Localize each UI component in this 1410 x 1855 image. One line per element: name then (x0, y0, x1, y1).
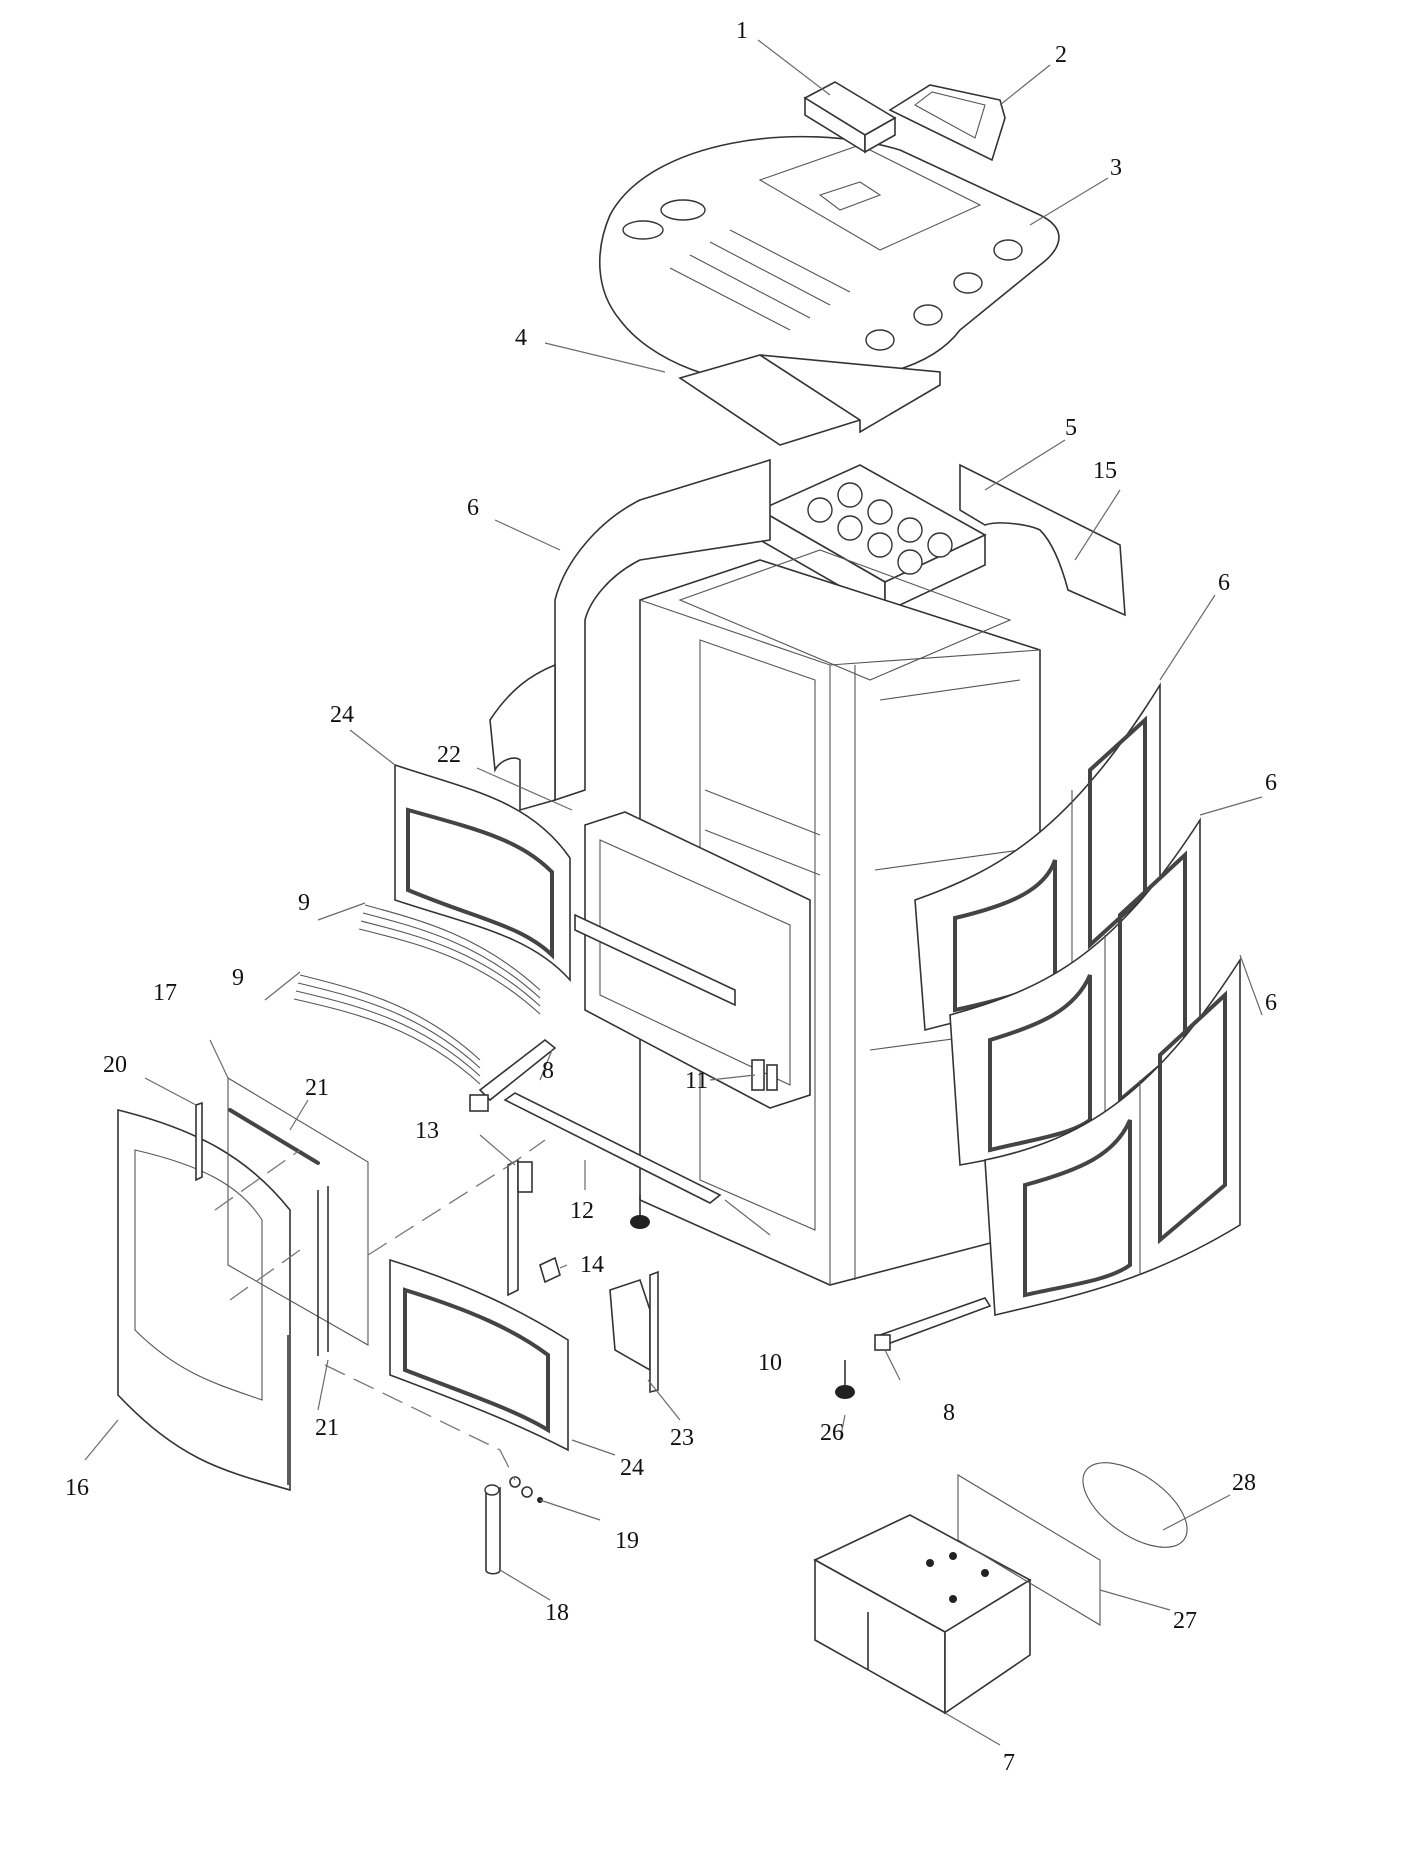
part-9-rails-lower (293, 974, 481, 1085)
callout-1: 1 (736, 18, 748, 44)
callout-21-upper: 21 (305, 1075, 329, 1101)
callout-24-lower: 24 (620, 1455, 644, 1481)
callout-5: 5 (1065, 415, 1077, 441)
part-24-glass-panel-lower (389, 1258, 569, 1452)
callout-6-left: 6 (467, 495, 479, 521)
callout-6-right-2: 6 (1265, 770, 1277, 796)
callout-18: 18 (545, 1600, 569, 1626)
part-19-fasteners (509, 1476, 543, 1503)
part-18-handle (484, 1484, 501, 1575)
part-top-plate (598, 135, 1060, 387)
callout-11: 11 (685, 1068, 708, 1094)
part-11-bracket (751, 1059, 778, 1091)
part-door-frame (574, 811, 811, 1109)
part-2-bracket (888, 84, 1006, 162)
part-14-clip (539, 1256, 561, 1284)
callout-26: 26 (820, 1420, 844, 1446)
assembly-dashed-lines (214, 1139, 546, 1481)
part-20-strip (195, 1101, 203, 1182)
callout-17: 17 (153, 980, 177, 1006)
callout-10: 10 (758, 1350, 782, 1376)
part-27-gasket (957, 1474, 1101, 1626)
callout-28: 28 (1232, 1470, 1256, 1496)
callout-23: 23 (670, 1425, 694, 1451)
part-16-door (117, 1108, 291, 1492)
part-8-bar-upper (469, 1038, 557, 1112)
callout-14: 14 (580, 1252, 604, 1278)
callout-20: 20 (103, 1052, 127, 1078)
callout-8-lower: 8 (943, 1400, 955, 1426)
part-17-glass (227, 1077, 369, 1346)
part-24-glass-panel-upper (394, 763, 571, 983)
part-1-box (803, 81, 897, 154)
callout-4: 4 (515, 325, 527, 351)
callout-9-lower: 9 (232, 965, 244, 991)
part-12-bar (503, 1092, 722, 1204)
callout-22: 22 (437, 742, 461, 768)
callout-3: 3 (1110, 155, 1122, 181)
callout-13: 13 (415, 1118, 439, 1144)
part-6-side-panel-left (489, 458, 771, 812)
part-26-foot-2 (630, 1195, 650, 1229)
callout-12: 12 (570, 1198, 594, 1224)
part-main-body (639, 549, 1041, 1286)
callout-21-lower: 21 (315, 1415, 339, 1441)
part-13-hinge (507, 1158, 533, 1297)
callout-24-upper: 24 (330, 702, 354, 728)
callout-15: 15 (1093, 458, 1117, 484)
part-26-foot (835, 1360, 855, 1399)
callout-27: 27 (1173, 1608, 1197, 1634)
part-7-ash-drawer (813, 1514, 1032, 1715)
callout-6-right-3: 6 (1265, 990, 1277, 1016)
callout-2: 2 (1055, 42, 1067, 68)
part-28-oval-gasket (1082, 1462, 1188, 1548)
part-6-side-panel-right-3 (984, 957, 1241, 1316)
part-15-bracket (959, 463, 1126, 617)
part-5-grate (758, 464, 987, 614)
part-21-rod-upper (228, 1108, 320, 1165)
part-23-plate (609, 1270, 659, 1394)
callout-labels: 1 2 3 4 5 6 6 6 6 7 8 8 9 9 10 11 12 13 … (65, 18, 1277, 1776)
part-21-rod-lower (287, 1186, 329, 1485)
part-4-plate (678, 354, 941, 446)
callout-6-right-1: 6 (1218, 570, 1230, 596)
callout-7: 7 (1003, 1750, 1015, 1776)
part-8-bar-lower (874, 1297, 992, 1351)
callout-8-upper: 8 (542, 1058, 554, 1084)
callout-16: 16 (65, 1475, 89, 1501)
callout-9-upper: 9 (298, 890, 310, 916)
leader-lines (84, 39, 1263, 1746)
callout-19: 19 (615, 1528, 639, 1554)
part-9-rails-upper (358, 904, 541, 1015)
